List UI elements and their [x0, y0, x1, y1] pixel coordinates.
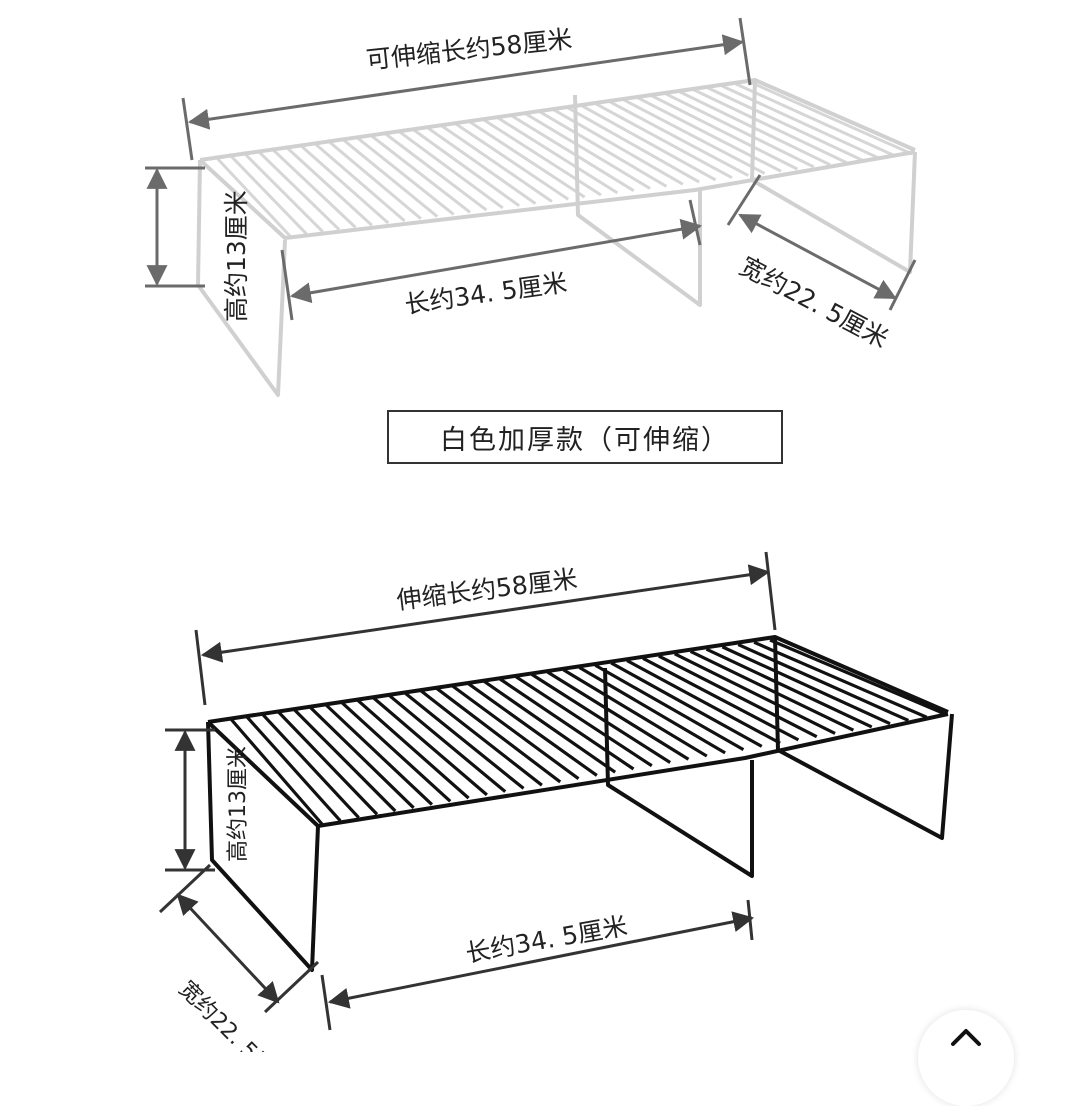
shelf-wire	[403, 691, 525, 790]
shelf-wire	[312, 141, 406, 223]
shelf-wire	[383, 131, 488, 212]
shelf-wire	[626, 659, 781, 745]
product-variant-caption: 白色加厚款（可伸缩）	[387, 410, 783, 464]
white-rack-frame	[196, 78, 917, 397]
chevron-up-icon	[951, 1029, 981, 1046]
shelf-wire	[308, 705, 415, 809]
shelf-wire	[260, 712, 360, 819]
shelf-wire	[664, 92, 815, 169]
white-width-label: 宽约22. 5厘米	[735, 251, 893, 353]
shelf-wire	[324, 703, 434, 806]
shelf-wire	[354, 135, 455, 216]
shelf-wire	[242, 151, 324, 233]
shelf-wire	[213, 154, 292, 238]
shelf-wire	[453, 121, 570, 201]
shelf-wire	[721, 84, 880, 160]
shelf-wire	[340, 137, 439, 218]
shelf-wire	[481, 117, 602, 197]
white-base-length-label: 长约34. 5厘米	[403, 268, 569, 319]
black-rack-dimensions	[158, 551, 777, 1031]
shelf-wire	[749, 80, 913, 156]
shelf-wire	[658, 654, 818, 739]
white-height-label: 高约13厘米	[222, 190, 251, 322]
shelf-wire	[515, 675, 653, 768]
shelf-wire	[610, 661, 763, 748]
shelf-wire	[340, 700, 452, 803]
shelf-wire	[546, 670, 690, 761]
shelf-wire	[411, 127, 521, 208]
white-rack: 可伸缩长约58厘米 高约13厘米 长约34. 5厘米 宽约22. 5厘米	[145, 17, 917, 397]
product-dimension-diagram: 可伸缩长约58厘米 高约13厘米 长约34. 5厘米 宽约22. 5厘米	[145, 17, 954, 1052]
shelf-wire	[467, 119, 586, 199]
shelf-wire	[594, 663, 745, 751]
shelf-wire	[735, 82, 897, 158]
shelf-wire	[326, 139, 422, 220]
shelf-wire	[753, 640, 928, 719]
white-rack-wires	[213, 80, 913, 238]
shelf-wire	[435, 686, 562, 784]
shelf-wire	[483, 679, 617, 774]
shelf-wire	[499, 677, 635, 771]
shelf-wire	[495, 115, 619, 195]
shelf-wire	[397, 129, 504, 210]
white-length-label: 可伸缩长约58厘米	[365, 24, 574, 74]
black-length-label: 伸缩长约58厘米	[395, 564, 579, 615]
shelf-wire	[562, 668, 708, 758]
black-width-label: 宽约22. 5厘	[174, 977, 278, 1052]
shelf-wire	[270, 147, 357, 229]
shelf-wire	[292, 707, 397, 813]
shelf-wire	[387, 693, 507, 793]
shelf-wire	[371, 696, 488, 797]
shelf-wire	[689, 650, 855, 732]
shelf-wire	[256, 149, 341, 231]
shelf-wire	[451, 684, 580, 780]
shelf-wire	[425, 125, 537, 205]
shelf-wire	[769, 638, 946, 716]
black-rack: 伸缩长约58厘米 高约13厘米 长约34. 5厘米 宽约22. 5厘	[158, 551, 954, 1052]
shelf-wire	[509, 113, 635, 192]
shelf-wire	[439, 123, 553, 203]
shelf-wire	[642, 656, 800, 742]
shelf-wire	[284, 145, 373, 227]
shelf-wire	[673, 652, 836, 735]
shelf-wire	[355, 698, 470, 800]
black-rack-wires	[228, 638, 946, 826]
shelf-wire	[298, 143, 390, 225]
shelf-wire	[368, 133, 471, 214]
scroll-to-top-button[interactable]	[918, 1010, 1014, 1106]
shelf-wire	[530, 673, 672, 764]
shelf-wire	[467, 682, 598, 777]
shelf-wire	[419, 689, 543, 787]
black-height-label: 高约13厘米	[226, 746, 251, 862]
shelf-wire	[244, 714, 342, 822]
shelf-wire	[228, 716, 324, 826]
white-rack-dimensions	[145, 17, 917, 321]
shelf-wire	[276, 710, 379, 816]
